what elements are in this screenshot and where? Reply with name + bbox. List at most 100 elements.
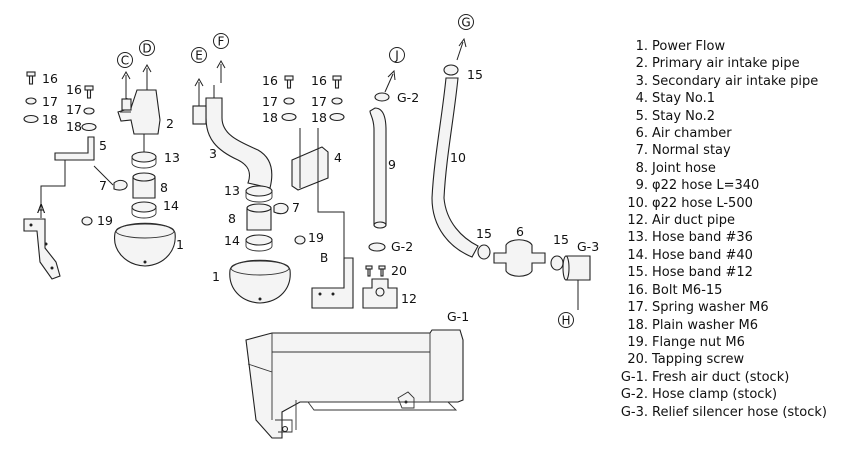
label-4: 4 [334,150,342,165]
legend-item: 17.Spring washer M6 [627,300,769,316]
label-2: 2 [166,116,174,131]
label-3: 3 [209,146,217,161]
bracket-b [311,257,354,309]
legend-item: 8.Joint hose [635,160,716,176]
legend-item: 5.Stay No.2 [635,108,715,124]
bracket-a [23,218,61,280]
callout-e: E [195,49,203,63]
label-8: 8 [160,180,168,195]
parts-legend: 1.Power Flow 2.Primary air intake pipe 3… [620,38,827,421]
label-8: 8 [228,211,236,226]
label-9: 9 [388,157,396,172]
label-15: 15 [467,67,483,82]
tapping-screw-20 [378,265,386,277]
bolt-16 [284,75,294,89]
callout-h: H [561,314,570,328]
legend-item: 15.Hose band #12 [627,265,753,281]
plain-washer-18 [281,112,297,122]
hose-band-15 [550,255,564,271]
label-16: 16 [262,73,278,88]
power-flow-1 [114,222,176,267]
legend-item: 13.Hose band #36 [627,230,753,246]
legend-item: 18.Plain washer M6 [627,317,758,333]
label-16: 16 [42,71,58,86]
air-chamber-6 [493,239,546,277]
label-18: 18 [262,110,278,125]
hose-clamp-g2 [368,242,386,252]
hose-band-13 [245,185,273,197]
label-10: 10 [450,150,466,165]
hose-9 [369,107,387,226]
legend-item: 20.Tapping screw [627,352,745,368]
callout-j: J [394,49,399,63]
label-16: 16 [66,82,82,97]
hose-band-15 [443,64,459,76]
label-15: 15 [553,232,569,247]
label-19: 19 [97,213,113,228]
stay-no1-4 [291,146,329,191]
label-7: 7 [99,178,107,193]
plain-washer-18 [329,112,345,122]
legend-item: 14.Hose band #40 [627,247,753,263]
legend-item: 19.Flange nut M6 [627,334,745,350]
label-15: 15 [476,226,492,241]
legend-item: 12.Air duct pipe [627,213,735,229]
label-g2: G-2 [391,239,413,254]
legend-item: 7.Normal stay [635,143,731,159]
hose-band-14 [131,201,157,213]
bolt-16 [332,75,342,89]
label-1: 1 [176,237,184,252]
callout-f: F [218,35,225,49]
spring-washer-17 [83,107,95,115]
legend-item: G-3.Relief silencer hose (stock) [620,404,827,420]
label-18: 18 [311,110,327,125]
label-18: 18 [66,119,82,134]
label-1: 1 [212,269,220,284]
hose-band-13 [131,151,157,163]
hose-clamp-g2 [374,92,390,102]
legend-item: 6.Air chamber [635,126,732,142]
bolt-16 [26,71,36,85]
hose-10 [431,77,479,258]
label-17: 17 [66,102,82,117]
callout-d: D [142,42,151,56]
label-14: 14 [224,233,240,248]
label-a: A [37,202,46,216]
callout-c: C [121,54,129,68]
normal-stay-7 [113,179,128,191]
label-g3: G-3 [577,239,599,254]
label-20: 20 [391,263,407,278]
connection-callouts: C D E F J G H [117,14,574,328]
normal-stay-7 [273,202,289,215]
legend-item: 9.φ22 hose L=340 [635,178,760,194]
hose-band-15 [477,244,491,260]
label-18: 18 [42,112,58,127]
label-17: 17 [42,94,58,109]
flange-nut-19 [81,216,93,226]
hoses-group [368,64,591,310]
fresh-air-duct-g1 [245,329,464,439]
callout-g: G [461,16,470,30]
legend-item: 16.Bolt M6-15 [627,282,723,298]
spring-washer-17 [331,97,343,105]
power-flow-1 [229,259,291,304]
label-7: 7 [292,200,300,215]
relief-silencer-hose-g3 [565,255,591,281]
tapping-screw-20 [365,265,373,277]
legend-item: 10.φ22 hose L-500 [627,195,753,211]
label-12: 12 [401,291,417,306]
label-g1: G-1 [447,309,469,324]
label-5: 5 [99,138,107,153]
left-assembly [23,71,176,280]
plain-washer-18 [23,114,39,124]
label-17: 17 [311,94,327,109]
plain-washer-18 [81,122,97,132]
label-13: 13 [164,150,180,165]
legend-item: 1.Power Flow [635,39,726,54]
middle-assembly [192,75,398,309]
legend-item: 4.Stay No.1 [635,91,715,107]
spring-washer-17 [25,97,37,105]
label-14: 14 [163,198,179,213]
legend-item: G-1.Fresh air duct (stock) [620,369,790,385]
